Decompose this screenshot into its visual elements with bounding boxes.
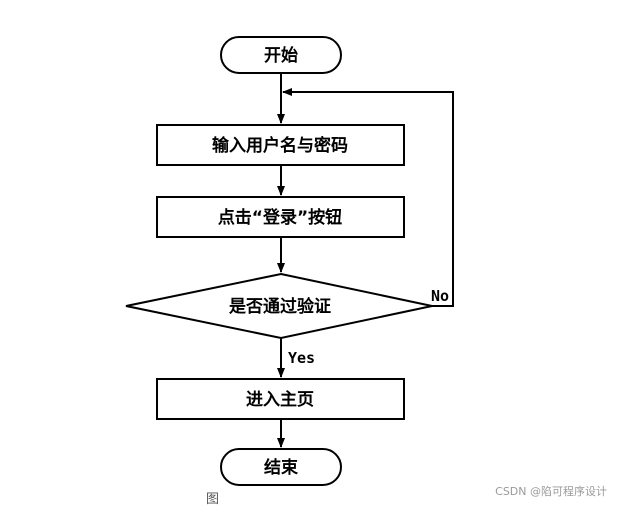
input-credentials-label: 输入用户名与密码	[212, 135, 348, 156]
enter-homepage-label: 进入主页	[246, 389, 314, 410]
csdn-watermark: CSDN @陷可程序设计	[495, 485, 607, 498]
end-label: 结束	[264, 457, 298, 478]
end-terminal	[220, 448, 342, 486]
no-loop-line	[282, 88, 454, 307]
no-label: No	[431, 287, 449, 305]
yes-label: Yes	[288, 349, 315, 367]
figure-caption: 图	[206, 492, 219, 505]
click-login-label: 点击“登录”按钮	[218, 207, 342, 228]
verification-decision-label: 是否通过验证	[229, 296, 331, 317]
input-credentials-box	[156, 124, 405, 166]
start-label: 开始	[264, 45, 298, 66]
